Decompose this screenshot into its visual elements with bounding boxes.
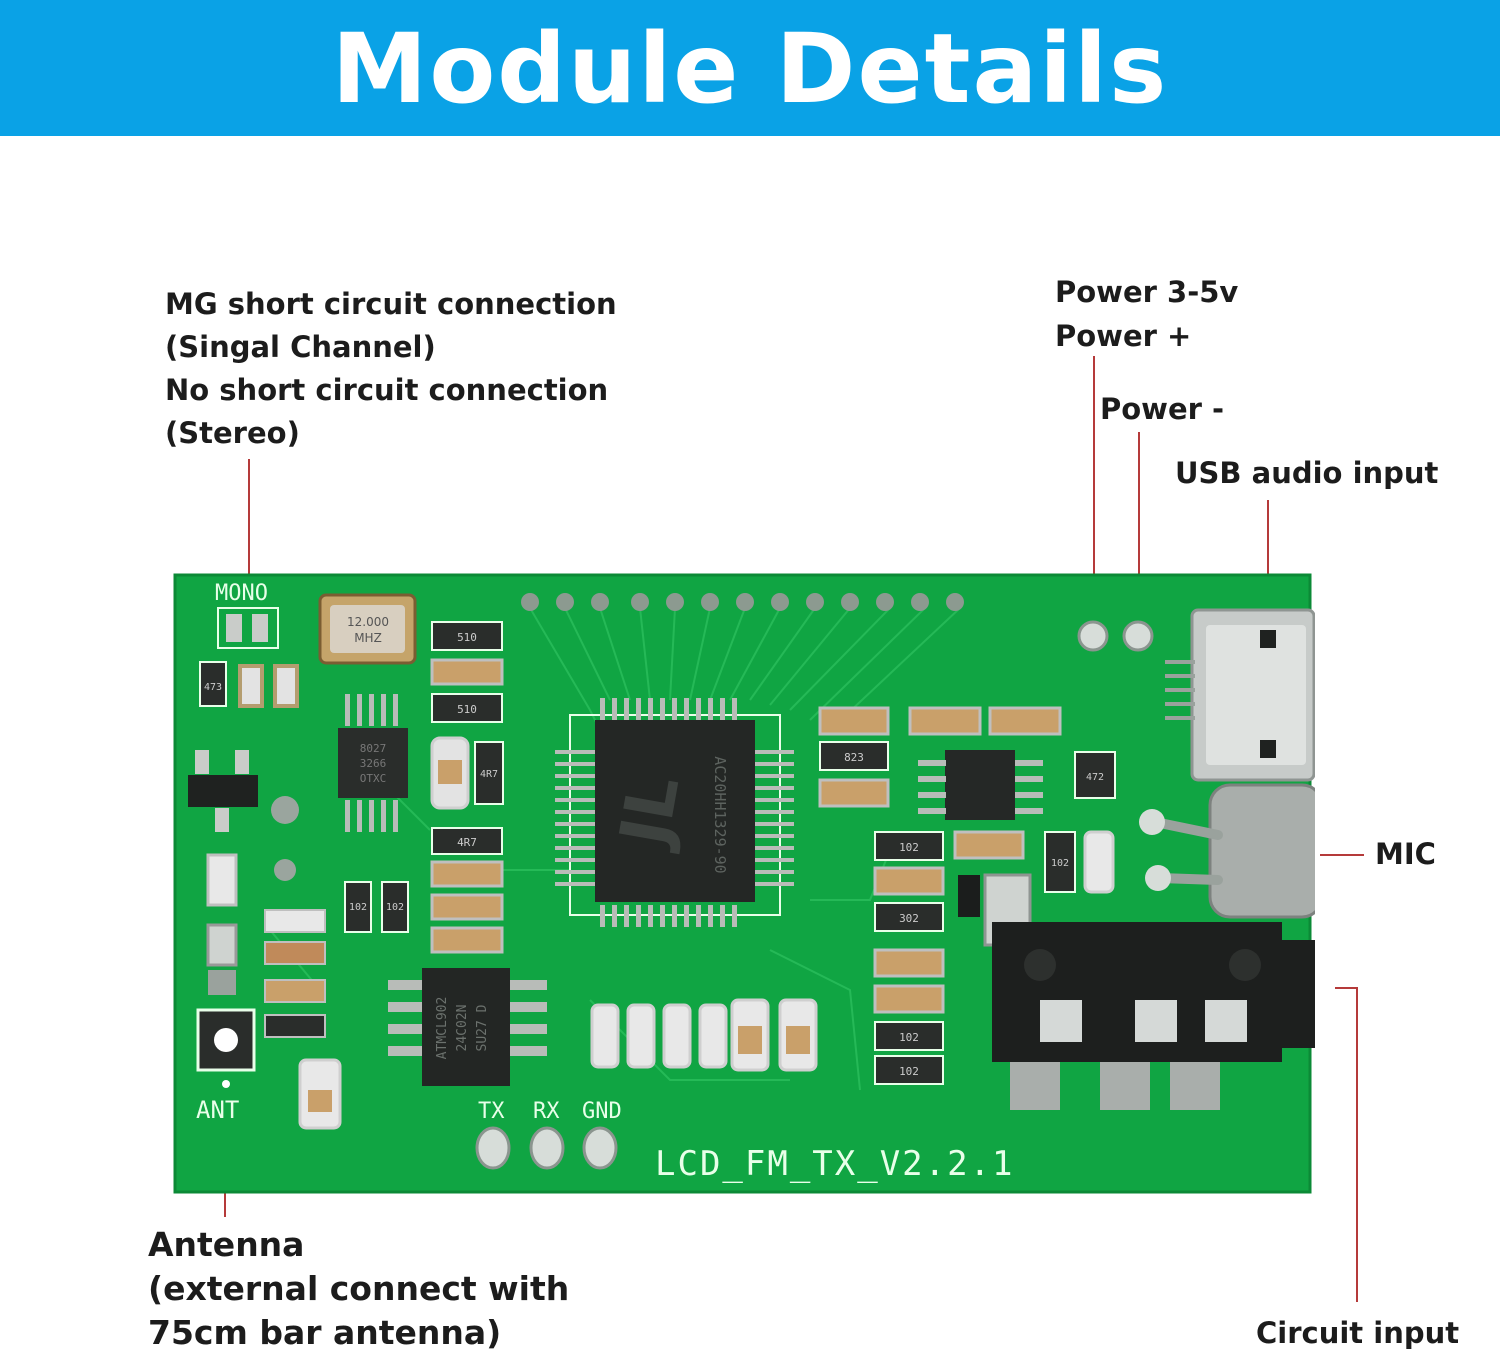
gnd-pad [582, 1126, 618, 1170]
mic-leader-line [1320, 854, 1364, 856]
antenna-line-1: Antenna [148, 1225, 305, 1264]
power-range-label: Power 3-5v [1055, 275, 1239, 309]
antenna-line-3: 75cm bar antenna) [148, 1313, 502, 1352]
power-minus-label: Power - [1100, 392, 1225, 426]
silkscreen-gnd: GND [582, 1099, 622, 1124]
antenna-label: Antenna (external connect with 75cm bar … [148, 1223, 569, 1355]
microphone [1139, 783, 1315, 919]
title-banner: Module Details [0, 0, 1500, 136]
op-amp-chip [945, 750, 1015, 820]
antenna-pad [196, 1008, 256, 1072]
audio-jack [983, 873, 1315, 1110]
page-title: Module Details [331, 13, 1169, 125]
antenna-line-2: (external connect with [148, 1269, 570, 1308]
resistor-r7-label: 102 [386, 902, 404, 913]
transistor [188, 775, 258, 807]
silkscreen-ant: ANT [196, 1096, 239, 1124]
small-chip-text-2: 3266 [360, 757, 387, 770]
power-plus-pad [1077, 620, 1109, 652]
flash-ic-chip: ATMCL902 24C02N SU27 D [388, 968, 547, 1086]
small-chip-text-1: 8027 [360, 742, 387, 755]
resistor-r12-label: 102 [899, 1065, 919, 1078]
mono-jumper-line-3: No short circuit connection [165, 373, 609, 407]
mic-label: MIC [1375, 837, 1436, 871]
resistor-r2-label: 510 [457, 631, 477, 644]
tx-pad [475, 1126, 511, 1170]
resistor-r13-label: 472 [1086, 772, 1104, 783]
crystal-freq: 12.000 [347, 615, 389, 629]
small-ic-chip: 8027 3266 OTXC [338, 694, 408, 832]
crystal-unit: MHZ [354, 631, 382, 645]
bottom-passive-row [590, 998, 818, 1072]
left-passives: 473 102 102 [199, 661, 409, 1130]
mono-jumper-line-1: MG short circuit connection [165, 287, 617, 321]
flash-chip-text-3: SU27 D [475, 1004, 490, 1051]
resistor-r10-label: 302 [899, 912, 919, 925]
silkscreen-mono: MONO [215, 581, 268, 606]
circuit-leader-vertical [1356, 987, 1358, 1302]
resistor-r1-label: 473 [204, 682, 222, 693]
header-pin-row [521, 593, 964, 611]
mono-jumper-line-2: (Singal Channel) [165, 330, 436, 364]
resistor-r14-label: 102 [1051, 858, 1069, 869]
power-minus-leader-line [1138, 432, 1140, 636]
circuit-leader-horizontal [1335, 987, 1357, 989]
resistor-r4-label: 4R7 [480, 769, 498, 780]
silkscreen-version: LCD_FM_TX_V2.2.1 [655, 1144, 1015, 1184]
circuit-input-label: Circuit input [1256, 1316, 1460, 1350]
power-plus-label: Power + [1055, 319, 1192, 353]
flash-chip-text-2: 24C02N [455, 1005, 470, 1052]
resistor-r6-label: 102 [349, 902, 367, 913]
resistor-r9-label: 102 [899, 841, 919, 854]
mono-leader-line [248, 459, 250, 605]
mono-jumper-line-4: (Stereo) [165, 416, 300, 450]
mono-jumper-label: MG short circuit connection (Singal Chan… [165, 283, 617, 455]
usb-connector [1165, 608, 1315, 782]
usb-audio-label: USB audio input [1175, 456, 1439, 490]
power-minus-pad [1122, 620, 1154, 652]
resistor-r11-label: 102 [899, 1031, 919, 1044]
resistor-r8-label: 823 [844, 751, 864, 764]
pcb-illustration: MONO 12.000 MHZ 8027 3266 OTXC 473 [173, 573, 1315, 1194]
main-ic-chip: JL AC20HH1329-90 [555, 698, 794, 927]
mono-jumper-pad [226, 614, 242, 642]
resistor-r5-label: 4R7 [457, 836, 477, 849]
main-chip-part: AC20HH1329-90 [711, 756, 729, 873]
small-chip-text-3: OTXC [360, 772, 387, 785]
right-passives: 823 102 302 102 102 472 102 [818, 706, 1116, 1085]
mid-left-passives: 510 510 4R7 4R7 [430, 621, 504, 954]
main-chip-logo: JL [605, 770, 695, 855]
flash-chip-text-1: ATMCL902 [435, 997, 450, 1060]
pcb-board: MONO 12.000 MHZ 8027 3266 OTXC 473 [170, 570, 1315, 1200]
silkscreen-tx: TX [478, 1099, 505, 1124]
power-plus-leader-line [1093, 356, 1095, 638]
resistor-r3-label: 510 [457, 703, 477, 716]
silkscreen-rx: RX [533, 1099, 560, 1124]
rx-pad [529, 1126, 565, 1170]
